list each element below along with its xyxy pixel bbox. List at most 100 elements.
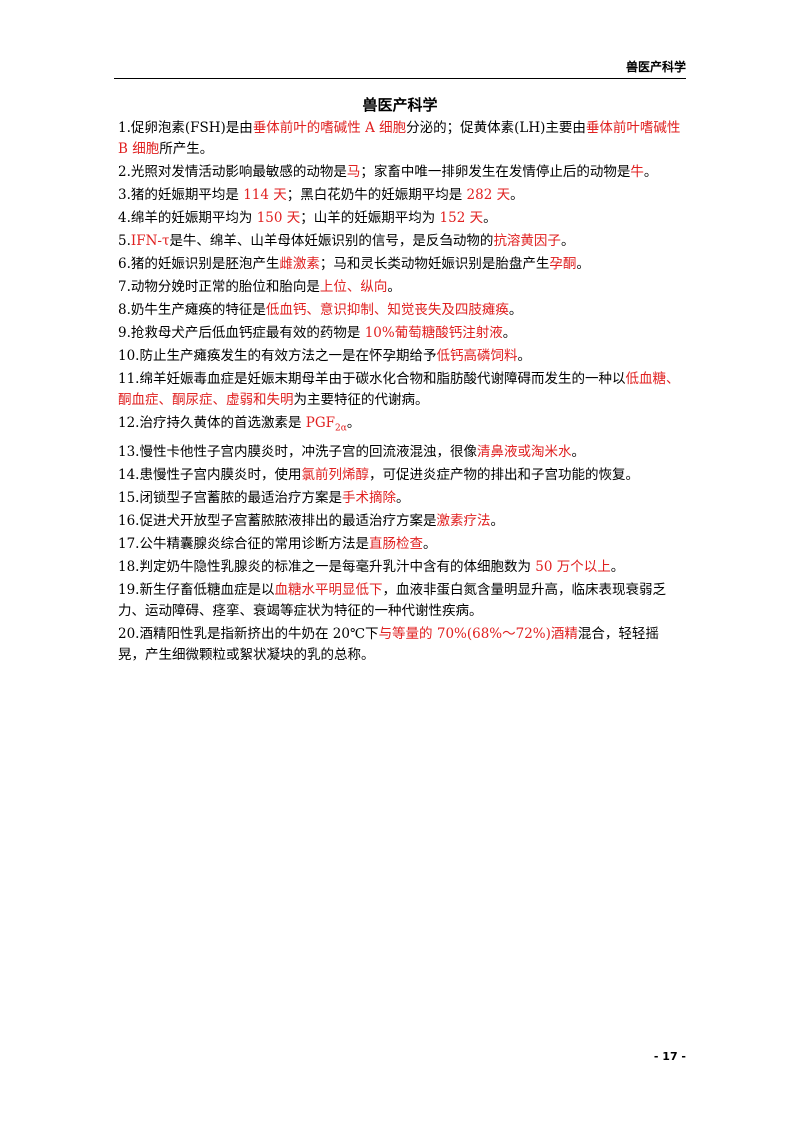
- item-number: 19.: [118, 581, 140, 598]
- list-item: 10.防止生产瘫痪发生的有效方法之一是在怀孕期给予低钙高磷饲料。: [118, 346, 684, 367]
- highlighted-answer: 抗溶黄因子: [493, 233, 561, 249]
- item-list: 1.促卵泡素(FSH)是由垂体前叶的嗜碱性 A 细胞分泌的；促黄体素(LH)主要…: [118, 118, 684, 668]
- highlighted-answer: 上位、纵向: [319, 279, 388, 295]
- item-text: 患慢性子宫内膜炎时，使用: [139, 466, 302, 483]
- header-rule: [114, 78, 686, 79]
- list-item: 9.抢救母犬产后低血钙症最有效的药物是 10%葡萄糖酸钙注射液。: [118, 323, 684, 344]
- item-text: ；马和灵长类动物妊娠识别是胎盘产生: [319, 256, 550, 272]
- item-number: 9.: [118, 325, 131, 341]
- highlighted-answer: 114 天: [243, 187, 287, 203]
- item-text: 。: [571, 443, 585, 460]
- list-item: 19.新生仔畜低糖血症是以血糖水平明显低下，血液非蛋白氮含量明显升高，临床表现衰…: [118, 580, 684, 622]
- item-text: 。: [643, 164, 658, 180]
- item-number: 15.: [118, 489, 140, 506]
- highlighted-answer: 氯前列烯醇: [301, 466, 369, 483]
- page-title: 兽医产科学: [362, 96, 438, 114]
- highlighted-answer: 150 天: [256, 210, 301, 226]
- item-text: 动物分娩时正常的胎位和胎向是: [130, 279, 320, 295]
- item-text: 。: [560, 233, 575, 249]
- item-number: 4.: [118, 210, 131, 226]
- item-text: ；山羊的妊娠期平均为: [300, 210, 440, 226]
- item-number: 13.: [118, 443, 140, 460]
- item-text: 分泌的；促黄体素(LH)主要由: [406, 120, 586, 136]
- highlighted-answer: 直肠检查: [368, 535, 423, 552]
- item-text: 猪的妊娠识别是胚泡产生: [130, 256, 280, 272]
- list-item: 12.治疗持久黄体的首选激素是 PGF2α。: [118, 413, 684, 440]
- highlighted-answer: IFN-τ: [130, 233, 170, 249]
- item-number: 2.: [118, 164, 131, 180]
- item-text: 酒精阳性乳是指新挤出的牛奶在 20℃下: [139, 625, 379, 642]
- item-text: 。: [346, 415, 361, 431]
- item-text: 所产生。: [159, 141, 214, 157]
- highlighted-answer: 10%葡萄糖酸钙注射液: [364, 325, 503, 341]
- item-number: 20.: [118, 625, 140, 642]
- item-text: 。: [483, 210, 497, 226]
- highlighted-answer: 牛: [630, 164, 644, 180]
- highlighted-answer: 激素疗法: [436, 512, 491, 529]
- highlighted-answer: 垂体前叶的嗜碱性 A 细胞: [252, 120, 407, 136]
- item-text: 慢性卡他性子宫内膜炎时，冲洗子宫的回流液混浊，很像: [139, 443, 477, 460]
- item-number: 5.: [118, 233, 131, 249]
- item-text: 治疗持久黄体的首选激素是: [139, 415, 306, 431]
- item-text: 为主要特征的代谢病。: [293, 392, 429, 408]
- item-text: ，血液非蛋白氮含量明显升高，临床表现衰弱乏力、运动障碍、痉挛、衰竭等症状为特征的…: [118, 581, 666, 619]
- item-number: 14.: [118, 466, 140, 483]
- item-text: ；家畜中唯一排卵发生在发情停止后的动物是: [360, 164, 631, 180]
- item-number: 12.: [118, 415, 140, 431]
- list-item: 17.公牛精囊腺炎综合征的常用诊断方法是直肠检查。: [118, 534, 684, 555]
- highlighted-answer: 282 天: [466, 187, 511, 203]
- item-text: 。: [490, 512, 504, 529]
- item-text: 公牛精囊腺炎综合征的常用诊断方法是: [139, 535, 369, 552]
- list-item: 13.慢性卡他性子宫内膜炎时，冲洗子宫的回流液混浊，很像清鼻液或淘米水。: [118, 442, 684, 463]
- highlighted-answer: PGF: [305, 415, 336, 431]
- list-item: 5.IFN-τ是牛、绵羊、山羊母体妊娠识别的信号，是反刍动物的抗溶黄因子。: [118, 231, 684, 252]
- item-text: 。: [517, 348, 531, 364]
- item-number: 11.: [118, 371, 140, 387]
- item-text: 闭锁型子宫蓄脓的最适治疗方案是: [139, 489, 342, 506]
- list-item: 7.动物分娩时正常的胎位和胎向是上位、纵向。: [118, 277, 684, 298]
- item-text: 。: [610, 558, 625, 575]
- highlighted-answer: 孕酮: [549, 256, 577, 272]
- item-text: 。: [387, 279, 401, 295]
- item-text: 。: [576, 256, 590, 272]
- item-text: 抢救母犬产后低血钙症最有效的药物是: [130, 325, 365, 341]
- item-text: 新生仔畜低糖血症是以: [139, 581, 275, 598]
- item-text: 。: [508, 302, 523, 318]
- list-item: 2.光照对发情活动影响最敏感的动物是马；家畜中唯一排卵发生在发情停止后的动物是牛…: [118, 162, 684, 183]
- item-number: 16.: [118, 512, 140, 529]
- item-text: 。: [395, 489, 410, 506]
- highlighted-answer: 152 天: [439, 210, 484, 226]
- item-text: ，可促进炎症产物的排出和子宫功能的恢复。: [368, 466, 639, 483]
- list-item: 14.患慢性子宫内膜炎时，使用氯前列烯醇，可促进炎症产物的排出和子宫功能的恢复。: [118, 465, 684, 486]
- item-text: 。: [422, 535, 437, 552]
- list-item: 6.猪的妊娠识别是胚泡产生雌激素；马和灵长类动物妊娠识别是胎盘产生孕酮。: [118, 254, 684, 275]
- highlighted-answer: 低血糖、酮血症、酮尿症、虚弱和失明: [118, 371, 680, 408]
- list-item: 1.促卵泡素(FSH)是由垂体前叶的嗜碱性 A 细胞分泌的；促黄体素(LH)主要…: [118, 118, 684, 160]
- item-number: 6.: [118, 256, 131, 272]
- item-text: 混合，轻轻摇晃，产生细微颗粒或絮状凝块的乳的总称。: [118, 625, 659, 663]
- item-text: 。: [510, 187, 524, 203]
- item-text: ；黑白花奶牛的妊娠期平均是: [286, 187, 467, 203]
- highlighted-answer: 低钙高磷饲料: [436, 348, 518, 364]
- item-text: 奶牛生产瘫痪的特征是: [130, 302, 266, 318]
- list-item: 18.判定奶牛隐性乳腺炎的标准之一是每毫升乳汁中含有的体细胞数为 50 万个以上…: [118, 557, 684, 578]
- item-number: 7.: [118, 279, 131, 295]
- list-item: 11.绵羊妊娠毒血症是妊娠末期母羊由于碳水化合物和脂肪酸代谢障碍而发生的一种以低…: [118, 369, 684, 411]
- item-text: 防止生产瘫痪发生的有效方法之一是在怀孕期给予: [139, 348, 437, 364]
- highlighted-answer: 清鼻液或淘米水: [476, 443, 572, 460]
- highlighted-answer: 手术摘除: [341, 489, 396, 506]
- item-text: 光照对发情活动影响最敏感的动物是: [130, 164, 347, 180]
- item-text: 。: [502, 325, 517, 341]
- item-text: 绵羊妊娠毒血症是妊娠末期母羊由于碳水化合物和脂肪酸代谢障碍而发生的一种以: [139, 371, 626, 387]
- item-text: 判定奶牛隐性乳腺炎的标准之一是每毫升乳汁中含有的体细胞数为: [139, 558, 536, 575]
- highlighted-answer: 2α: [335, 423, 347, 434]
- page-number: - 17 -: [653, 1050, 686, 1063]
- item-text: 促卵泡素(FSH)是由: [130, 120, 253, 136]
- list-item: 4.绵羊的妊娠期平均为 150 天；山羊的妊娠期平均为 152 天。: [118, 208, 684, 229]
- highlighted-answer: 雌激素: [279, 256, 320, 272]
- highlighted-answer: 垂体前叶嗜碱性 B 细胞: [118, 120, 681, 157]
- item-number: 17.: [118, 535, 140, 552]
- highlighted-answer: 与等量的 70%(68%～72%)酒精: [378, 625, 578, 642]
- item-text: 猪的妊娠期平均是: [130, 187, 244, 203]
